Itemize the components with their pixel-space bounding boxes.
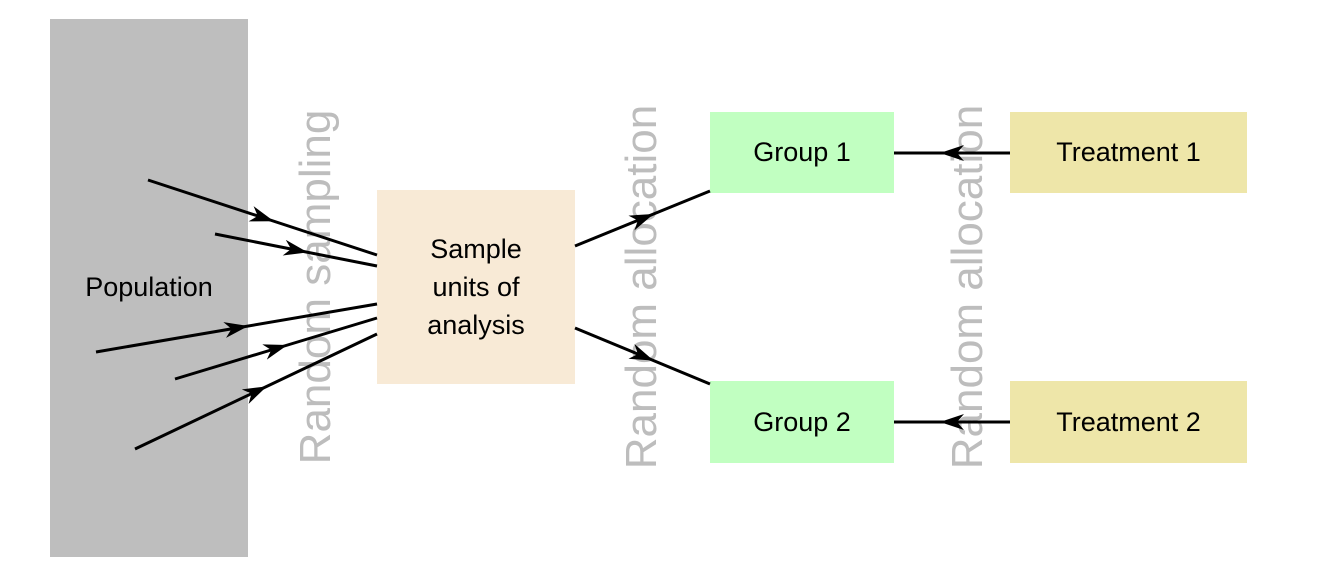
treatment-1-label: Treatment 1 xyxy=(1056,137,1201,167)
random-sampling-label: Random sampling xyxy=(291,109,340,465)
group-2-label: Group 2 xyxy=(753,406,851,437)
group-1-label: Group 1 xyxy=(753,137,851,167)
population-node xyxy=(50,19,248,557)
treatment-2-label: Treatment 2 xyxy=(1056,406,1201,437)
treatment-1-node: Treatment 1 xyxy=(1010,112,1247,193)
group-2-node: Group 2 xyxy=(710,381,894,463)
random-allocation-label-2: Random allocation xyxy=(943,104,992,470)
population-label: Population xyxy=(85,272,213,302)
treatment-2-node: Treatment 2 xyxy=(1010,381,1247,463)
sample-node-label: Sample units of analysis xyxy=(427,234,525,340)
group-1-node: Group 1 xyxy=(710,112,894,193)
random-allocation-label-1: Random allocation xyxy=(617,104,666,470)
sample-node: Sample units of analysis xyxy=(377,190,575,384)
